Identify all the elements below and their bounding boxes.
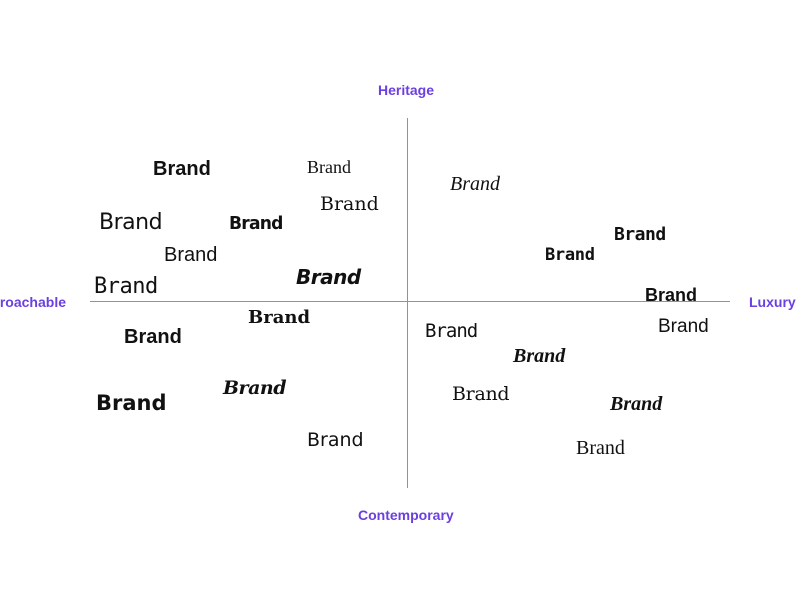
brand-wordmark: Brand	[576, 437, 625, 459]
vertical-axis-line	[407, 118, 408, 488]
brand-wordmark: Brand	[124, 326, 182, 348]
brand-wordmark: Brand	[96, 391, 167, 415]
brand-wordmark: Brand	[513, 345, 566, 367]
brand-wordmark: Brand	[229, 213, 283, 234]
brand-wordmark: Brand	[545, 245, 595, 265]
brand-wordmark: Brand	[164, 244, 218, 266]
brand-wordmark: Brand	[99, 210, 163, 235]
horizontal-axis-line	[90, 301, 730, 302]
brand-wordmark: Brand	[248, 307, 311, 328]
brand-wordmark: Brand	[614, 224, 666, 245]
brand-wordmark: Brand	[307, 157, 351, 177]
brand-wordmark: Brand	[320, 193, 379, 215]
brand-wordmark: Brand	[223, 377, 286, 399]
axis-label-contemporary: Contemporary	[358, 507, 454, 523]
brand-wordmark: Brand	[452, 383, 510, 405]
brand-wordmark: Brand	[307, 429, 364, 451]
brand-wordmark: Brand	[94, 274, 158, 299]
brand-wordmark: Brand	[450, 173, 500, 195]
brand-wordmark: Brand	[645, 285, 698, 305]
axis-label-approachable: Approachable	[0, 294, 66, 310]
axis-label-heritage: Heritage	[378, 82, 435, 98]
brand-wordmark: Brand	[658, 316, 709, 337]
brand-wordmark: Brand	[425, 320, 478, 342]
brand-wordmark: Brand	[153, 158, 211, 180]
axis-label-luxury: Luxury	[749, 294, 796, 310]
brand-wordmark: Brand	[610, 393, 663, 415]
brand-wordmark: Brand	[296, 265, 361, 289]
